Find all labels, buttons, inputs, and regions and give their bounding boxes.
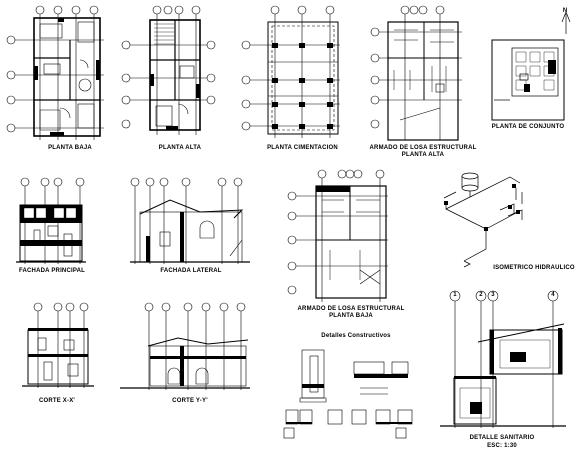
scale-detalle-sanitario: ESC: 1:30 [487, 443, 517, 449]
fachada-principal-drawing [16, 177, 86, 264]
fachada-lateral-hatch [146, 212, 184, 262]
planta-alta-hatch [150, 74, 200, 130]
planta-baja-hatch [34, 18, 100, 136]
grid-marker-1: 1 [453, 292, 457, 298]
planta-baja-drawing [6, 5, 104, 140]
title-fachada-lateral: FACHADA LATERAL [160, 268, 222, 274]
isometrico-drawing [443, 172, 523, 268]
title-detalle-sanitario: DETALLE SANITARIO [469, 435, 535, 441]
corte-x-hatch [28, 328, 88, 357]
title-planta-baja: PLANTA BAJA [48, 145, 92, 151]
title-corte-x: CORTE X-X' [38, 398, 76, 404]
detalles-hatch [286, 374, 412, 424]
title-isometrico: ISOMETRICO HIDRAULICO [493, 265, 575, 271]
planta-alta-drawing [121, 5, 216, 135]
grid-marker-2: 2 [479, 292, 483, 298]
title-armado-losa-alta: ARMADO DE LOSA ESTRUCTURAL [369, 145, 477, 151]
grid-marker-3: 3 [491, 292, 495, 298]
title-corte-y: CORTE Y-Y' [172, 398, 208, 404]
planta-conjunto-hatch [524, 60, 556, 92]
title-fachada-principal: FACHADA PRINCIPAL [18, 268, 86, 274]
subtitle-armado-losa-alta: PLANTA ALTA [401, 152, 445, 158]
title-planta-conjunto: PLANTA DE CONJUNTO [491, 124, 565, 130]
planta-conjunto-drawing [491, 11, 571, 121]
detalle-sanitario-hatch [454, 328, 562, 414]
corte-y-drawing [120, 302, 250, 390]
armado-losa-baja-drawing [287, 169, 388, 302]
title-planta-alta: PLANTA ALTA [158, 145, 202, 151]
cimentacion-footings [272, 43, 333, 129]
title-detalles: Detalles Constructivos [321, 333, 391, 339]
title-armado-losa-baja: ARMADO DE LOSA ESTRUCTURAL [297, 306, 405, 312]
isometrico-fittings [444, 184, 520, 231]
armado-losa-alta-drawing [370, 5, 462, 141]
corte-y-hatch [150, 346, 246, 386]
subtitle-armado-losa-baja: PLANTA BAJA [329, 313, 373, 319]
armado-baja-hatch [316, 186, 350, 192]
north-symbol: N [563, 8, 567, 14]
grid-marker-4: 4 [551, 292, 555, 298]
title-planta-cimentacion: PLANTA CIMENTACION [267, 145, 338, 151]
